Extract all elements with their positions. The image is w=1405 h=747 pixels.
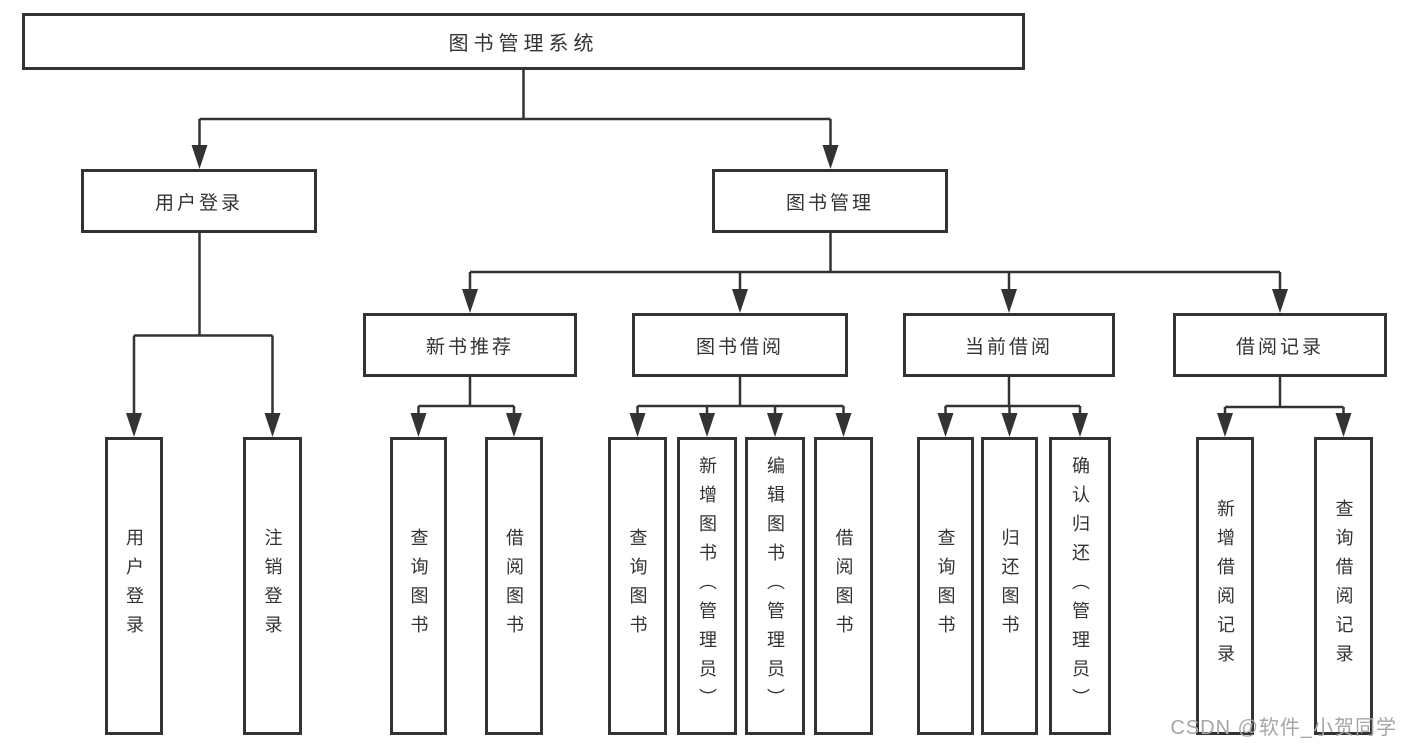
leaf-query-borrow-record-label: 查询借阅记录 [1333,499,1354,673]
leaf-add-borrow-record: 新增借阅记录 [1196,437,1254,735]
leaf-borrow-books-recommend: 借阅图书 [485,437,543,735]
leaf-query-borrow-record: 查询借阅记录 [1314,437,1373,735]
node-borrowing-records: 借阅记录 [1173,313,1387,377]
leaf-add-borrow-record-label: 新增借阅记录 [1215,499,1235,673]
leaf-edit-books-admin-label: 编辑图书（管理员） [765,455,785,717]
leaf-query-books-borrowing: 查询图书 [608,437,667,735]
leaf-logout: 注销登录 [243,437,302,735]
node-root-system: 图书管理系统 [22,13,1025,70]
leaf-borrow-books-borrowing-label: 借阅图书 [833,528,854,644]
leaf-add-books-admin: 新增图书（管理员） [677,437,737,735]
leaf-query-books-current-label: 查询图书 [935,528,956,644]
leaf-query-books-current: 查询图书 [917,437,974,735]
leaf-query-books-recommend-label: 查询图书 [408,528,429,644]
node-current-borrowing: 当前借阅 [903,313,1115,377]
leaf-add-books-admin-label: 新增图书（管理员） [697,455,717,717]
connector-lines [132,70,1345,416]
node-book-management: 图书管理 [712,169,948,233]
leaf-return-books-label: 归还图书 [999,528,1020,644]
node-new-book-recommend: 新书推荐 [363,313,577,377]
leaf-edit-books-admin: 编辑图书（管理员） [745,437,805,735]
leaf-query-books-recommend: 查询图书 [390,437,447,735]
leaf-confirm-return-admin: 确认归还（管理员） [1049,437,1111,735]
arrowhead-icons [126,145,1352,437]
leaf-user-login: 用户登录 [105,437,163,735]
leaf-logout-label: 注销登录 [262,528,283,644]
leaf-user-login-label: 用户登录 [124,528,144,644]
leaf-query-books-borrowing-label: 查询图书 [627,528,648,644]
leaf-borrow-books-recommend-label: 借阅图书 [504,528,524,644]
node-user-login-branch: 用户登录 [81,169,317,233]
leaf-return-books: 归还图书 [981,437,1038,735]
leaf-borrow-books-borrowing: 借阅图书 [814,437,873,735]
watermark: CSDN @软件_小贺同学 [1170,717,1397,739]
node-book-borrowing: 图书借阅 [632,313,848,377]
leaf-confirm-return-admin-label: 确认归还（管理员） [1070,455,1090,717]
